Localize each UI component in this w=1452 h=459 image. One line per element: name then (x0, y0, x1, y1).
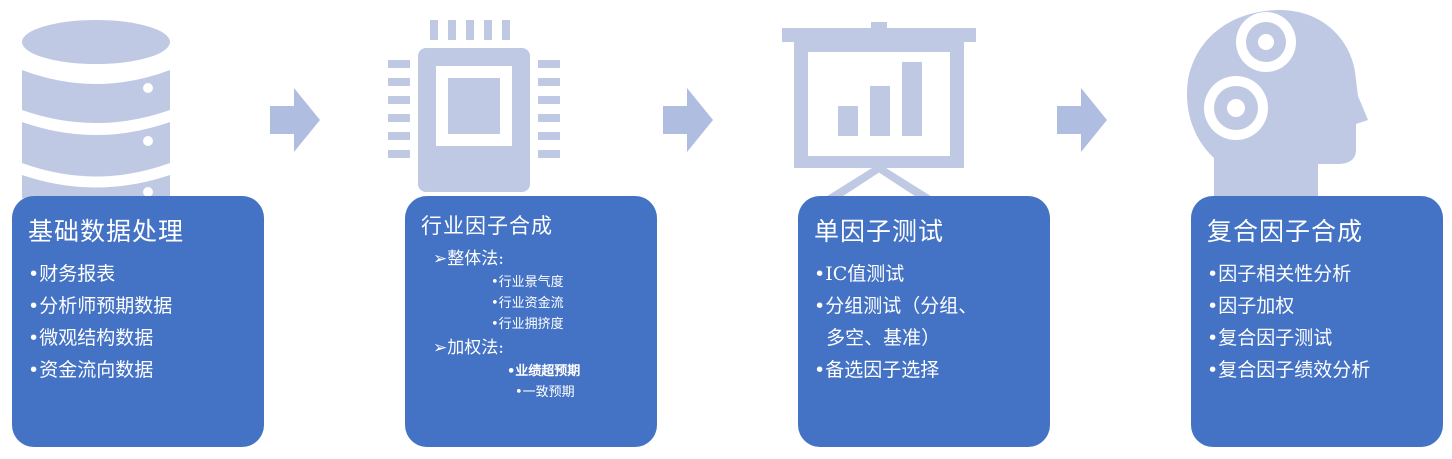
group-label: ➢整体法: (433, 249, 504, 269)
step-title: 单因子测试 (814, 217, 945, 246)
step-composite-factor-synthesis: 复合因子合成 •因子相关性分析 •因子加权 •复合因子测试 •复合因子绩效分析 (1191, 196, 1443, 447)
list-item: •分组测试（分组、 (814, 295, 978, 317)
arrow-right-icon (663, 88, 713, 152)
list-item: •行业景气度 (491, 275, 564, 290)
step-title: 复合因子合成 (1207, 217, 1364, 246)
group-label: ➢加权法: (433, 338, 504, 358)
step-basic-data-processing: 基础数据处理 •财务报表 •分析师预期数据 •微观结构数据 •资金流向数据 (12, 196, 264, 447)
list-item: •一致预期 (515, 385, 575, 400)
step-title: 基础数据处理 (28, 217, 185, 246)
list-item: •业绩超预期 (507, 364, 581, 379)
list-item: •微观结构数据 (28, 327, 154, 349)
arrow-right-icon (270, 88, 320, 152)
database-icon (22, 20, 170, 198)
list-item: •分析师预期数据 (28, 295, 173, 317)
list-item: •复合因子绩效分析 (1207, 359, 1371, 381)
arrow-right-icon (1057, 88, 1107, 152)
chip-icon (388, 20, 560, 192)
head-gears-icon (1187, 10, 1368, 196)
list-item: •复合因子测试 (1207, 327, 1333, 349)
step-title: 行业因子合成 (421, 214, 553, 238)
list-item: •财务报表 (28, 263, 116, 285)
step-industry-factor-synthesis: 行业因子合成 ➢整体法: •行业景气度 •行业资金流 •行业拥挤度 ➢加权法: … (405, 196, 657, 447)
list-item: 多空、基准） (814, 327, 941, 349)
presentation-chart-icon (782, 22, 976, 198)
list-item: •备选因子选择 (814, 359, 940, 381)
list-item: •因子相关性分析 (1207, 263, 1352, 285)
list-item: •行业拥挤度 (491, 317, 564, 332)
list-item: •因子加权 (1207, 295, 1295, 317)
step-single-factor-test: 单因子测试 •IC值测试 •分组测试（分组、 多空、基准） •备选因子选择 (798, 196, 1050, 447)
list-item: •行业资金流 (491, 296, 564, 311)
list-item: •资金流向数据 (28, 359, 154, 381)
list-item: •IC值测试 (814, 263, 905, 285)
